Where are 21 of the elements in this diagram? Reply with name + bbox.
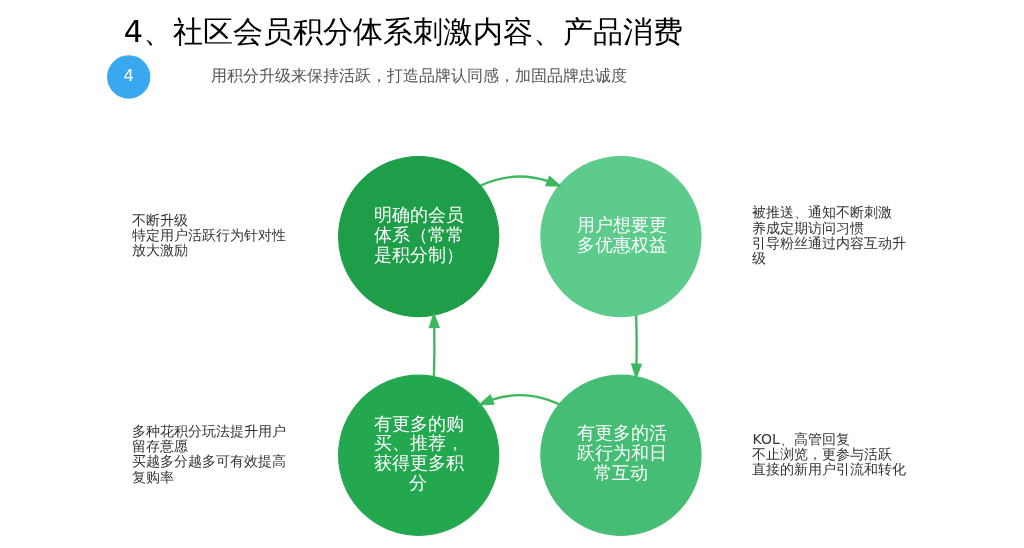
label: 用积分升级来保持活跃，打造品牌认同感，加固品牌忠诚度 [210,66,627,86]
node-circle: 用户想要更多优惠权益 [539,155,702,318]
node-label: KOL、高管回复 [751,430,850,447]
node-label: 不断升级 [131,212,188,229]
node-label: 养成定期访问习惯 [751,219,864,236]
arrow [476,394,559,406]
node-label: 特定用户活跃行为针对性放大激励 [131,227,286,259]
arrow [428,311,440,377]
node-label: 不止浏览，更参与活跃 [751,445,892,462]
diagram-title: 4、社区会员积分体系刺激内容、产品消费 [123,13,683,49]
arrow [630,315,642,380]
node-circle: 有更多的活跃行为和日常互动 [539,374,702,536]
label: 4 [123,66,134,86]
node-circle: 明确的会员体系（常常是积分制） [337,155,499,318]
node-circle: 有更多的购买、推荐，获得更多积分 [337,374,499,536]
node-label: 被推送、通知不断刺激 [751,204,892,221]
node-label: 买越多分越多可有效提高复购率 [131,453,286,485]
arrow [479,175,562,187]
node-label: 多种花积分玩法提升用户留存意愿 [131,423,286,455]
node-label: 直接的新用户引流和转化 [751,461,906,478]
node-label: 引导粉丝通过内容互动升级 [751,234,906,267]
